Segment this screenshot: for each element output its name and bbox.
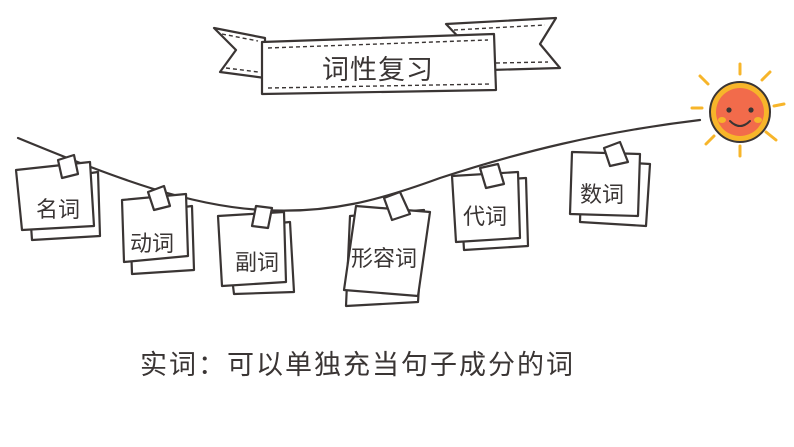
sun-illustration	[692, 64, 784, 156]
definition-caption: 实词：可以单独充当句子成分的词	[140, 343, 575, 382]
card-label-5: 代词	[463, 199, 507, 231]
card-label-3: 副词	[235, 245, 279, 277]
card-label-1: 名词	[36, 192, 80, 224]
card-label-6: 数词	[580, 177, 624, 209]
banner-title: 词性复习	[262, 44, 494, 90]
card-label-2: 动词	[130, 226, 174, 258]
card-label-4: 形容词	[351, 241, 417, 273]
